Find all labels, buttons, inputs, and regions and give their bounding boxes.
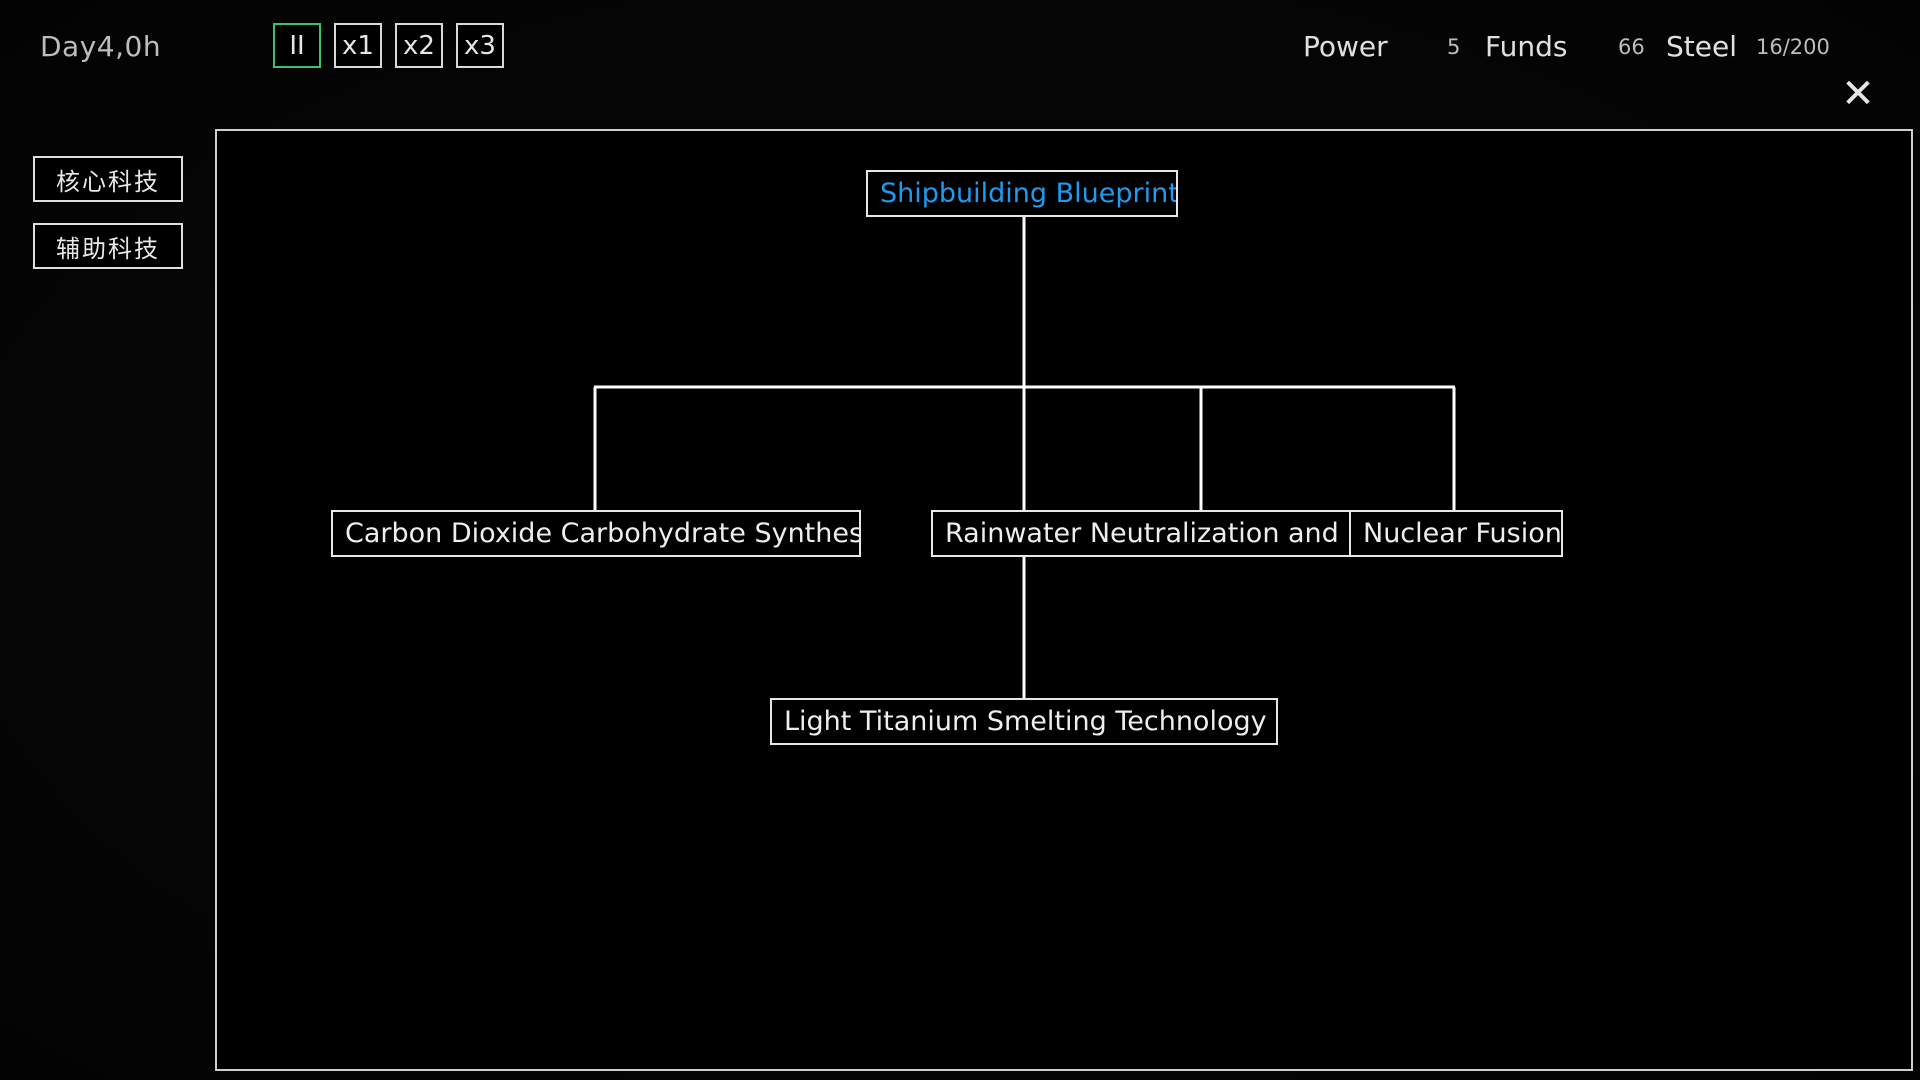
close-icon[interactable]: ✕ bbox=[1841, 71, 1875, 117]
power-value: 5 bbox=[1447, 35, 1461, 59]
steel-value: 16/200 bbox=[1756, 35, 1830, 59]
tech-tree-panel bbox=[215, 129, 1913, 1071]
tech-node-shipbuilding-blueprint[interactable]: Shipbuilding Blueprint bbox=[866, 170, 1178, 217]
pause-button[interactable]: II bbox=[273, 23, 321, 68]
power-label: Power bbox=[1303, 30, 1388, 63]
sidebar-item-core-tech[interactable]: 核心科技 bbox=[33, 156, 183, 202]
funds-label: Funds bbox=[1485, 30, 1568, 63]
tech-node-carbon-dioxide-synthesis[interactable]: Carbon Dioxide Carbohydrate Synthesis bbox=[331, 510, 861, 557]
steel-label: Steel bbox=[1666, 30, 1737, 63]
funds-value: 66 bbox=[1618, 35, 1645, 59]
tech-node-nuclear-fusion[interactable]: Nuclear Fusion bbox=[1349, 510, 1563, 557]
sidebar-item-auxiliary-tech[interactable]: 辅助科技 bbox=[33, 223, 183, 269]
speed-x3-button[interactable]: x3 bbox=[456, 23, 504, 68]
speed-x2-button[interactable]: x2 bbox=[395, 23, 443, 68]
day-time-display: Day4,0h bbox=[40, 30, 162, 63]
speed-x1-button[interactable]: x1 bbox=[334, 23, 382, 68]
tech-node-rainwater-neutralization[interactable]: Rainwater Neutralization and Pu bbox=[931, 510, 1351, 557]
tech-node-light-titanium-smelting[interactable]: Light Titanium Smelting Technology II bbox=[770, 698, 1278, 745]
